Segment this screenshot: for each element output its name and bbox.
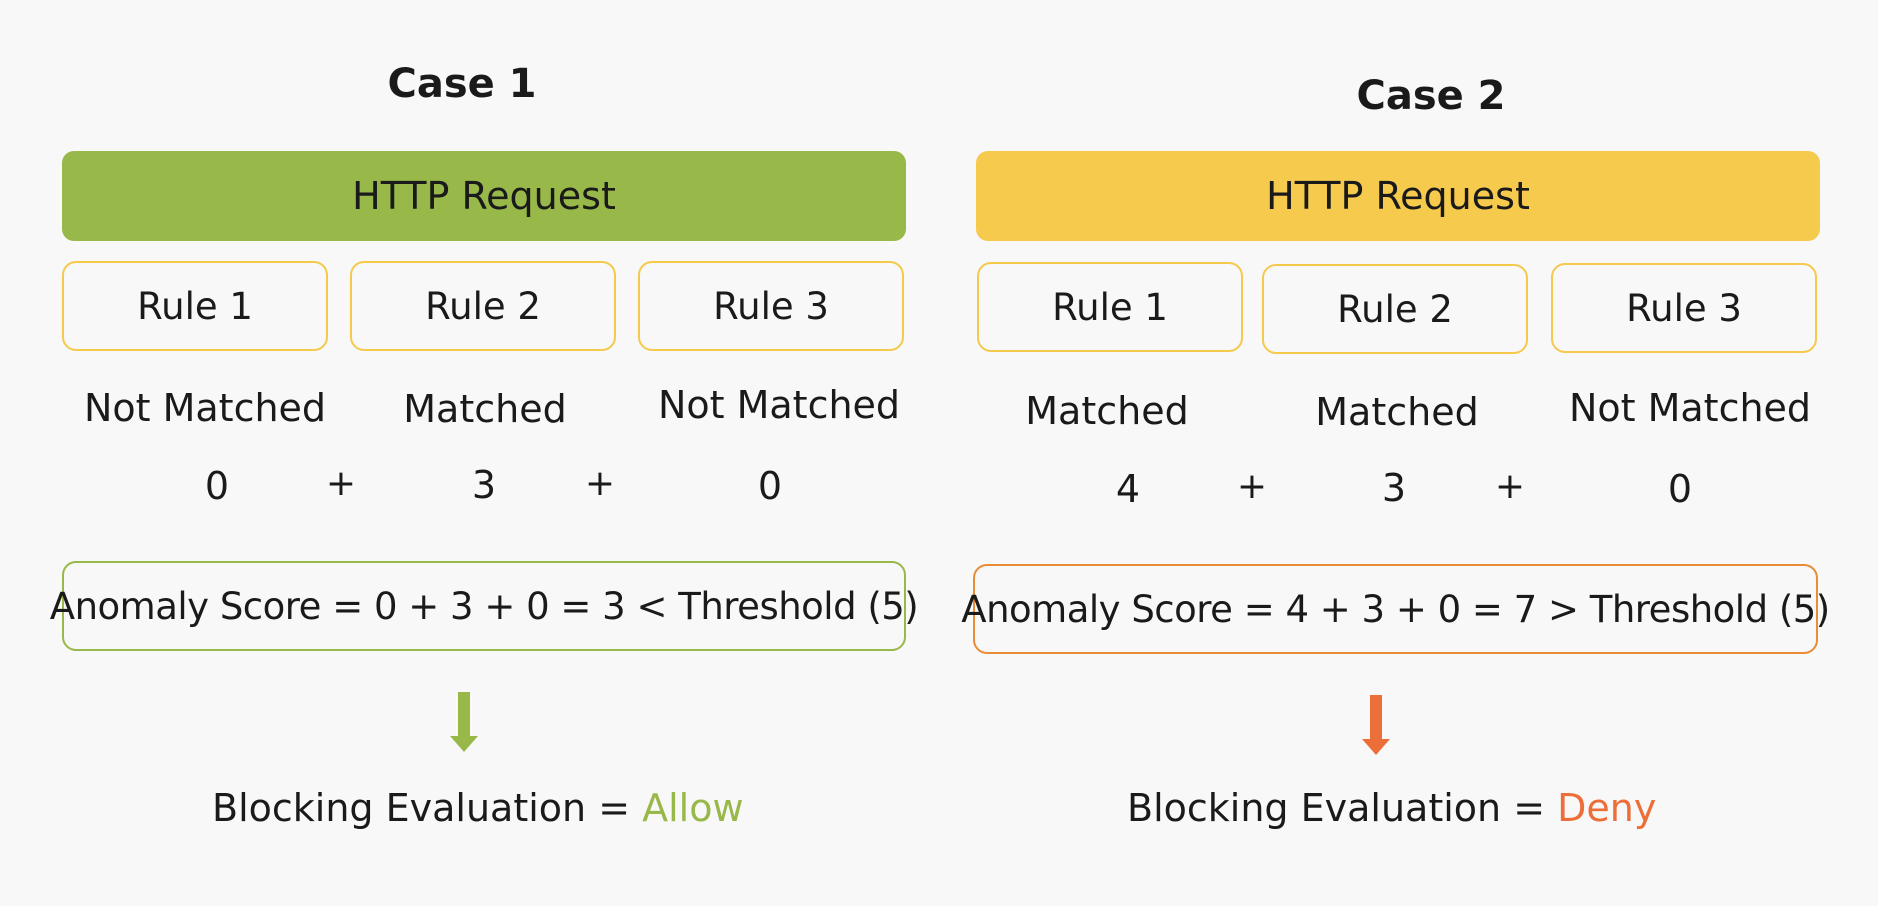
case-2-down-arrow-icon	[1362, 695, 1390, 755]
case-1-down-arrow-icon	[450, 692, 478, 752]
case-1-blocking-evaluation: Blocking Evaluation = Allow	[212, 789, 744, 827]
case-2-plus-1: +	[1236, 466, 1268, 507]
case-2-rule-2-box: Rule 2	[1262, 264, 1528, 354]
case-2-eval-prefix: Blocking Evaluation =	[1127, 786, 1558, 830]
case-1-rule-3-score: 0	[757, 464, 783, 508]
case-2-blocking-evaluation: Blocking Evaluation = Deny	[1127, 789, 1656, 827]
case-1-plus-1: +	[325, 463, 357, 504]
case-2-rule-1-box: Rule 1	[977, 262, 1243, 352]
case-1-rule-1-score: 0	[204, 464, 230, 508]
case-1-eval-result: Allow	[642, 786, 744, 830]
case-1-plus-2: +	[584, 463, 616, 504]
case-1-rule-3-box: Rule 3	[638, 261, 904, 351]
case-2-rule-3-score: 0	[1667, 467, 1693, 511]
case-2-rule-1-status: Matched	[1025, 389, 1189, 433]
case-2-plus-2: +	[1494, 466, 1526, 507]
case-2-rule-2-status: Matched	[1315, 390, 1479, 434]
case-1-rule-2-status: Matched	[403, 387, 567, 431]
case-2-anomaly-score-box: Anomaly Score = 4 + 3 + 0 = 7 > Threshol…	[961, 564, 1830, 654]
case-1-rule-1-status: Not Matched	[83, 386, 327, 430]
case-2-title: Case 2	[1356, 73, 1506, 119]
case-1-eval-prefix: Blocking Evaluation =	[212, 786, 643, 830]
case-2-rule-1-score: 4	[1115, 467, 1141, 511]
case-2-rule-3-box: Rule 3	[1551, 263, 1817, 353]
case-2-eval-result: Deny	[1557, 786, 1657, 830]
case-1-rule-1-box: Rule 1	[62, 261, 328, 351]
case-2-rule-3-status: Not Matched	[1568, 386, 1812, 430]
case-1-rule-2-box: Rule 2	[350, 261, 616, 351]
case-1-http-request-bar: HTTP Request	[62, 151, 906, 241]
case-2-rule-2-score: 3	[1381, 466, 1407, 510]
case-1-title: Case 1	[387, 61, 537, 107]
case-1-anomaly-score-box: Anomaly Score = 0 + 3 + 0 = 3 < Threshol…	[50, 561, 919, 651]
case-1-rule-3-status: Not Matched	[657, 383, 901, 427]
case-2-http-request-bar: HTTP Request	[976, 151, 1820, 241]
case-1-rule-2-score: 3	[471, 463, 497, 507]
